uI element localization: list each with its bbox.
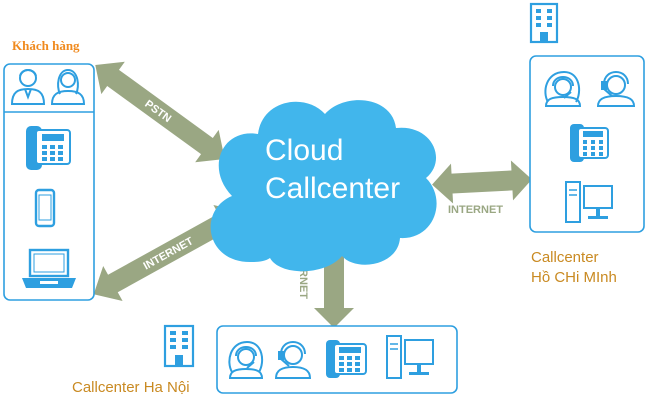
agent-headset-icon-female-hanoi — [228, 340, 264, 379]
laptop-icon — [22, 248, 76, 288]
hanoi-label: Callcenter Ha Nội — [72, 379, 190, 396]
hcm-label-line1: Callcenter — [531, 249, 599, 266]
computer-icon-hcm — [565, 181, 613, 223]
desk-phone-icon-hanoi — [326, 340, 367, 378]
customers-panel — [3, 63, 95, 301]
hcm-label-line2: Hồ CHi MInh — [531, 269, 617, 286]
desk-phone-icon-hcm — [570, 124, 609, 162]
computer-icon-hanoi — [386, 335, 434, 379]
agent-headset-icon-male-hcm — [596, 71, 636, 107]
cloud-title-line2: Callcenter — [265, 172, 400, 205]
arrow-internet-right-label: INTERNET — [448, 204, 503, 216]
cloud-title-line1: Cloud — [265, 134, 343, 167]
hcm-callcenter-panel — [529, 55, 645, 233]
building-icon-hanoi — [163, 324, 195, 368]
building-icon-hcm — [529, 2, 559, 44]
customer-male-icon — [10, 69, 46, 105]
arrow-pstn: PSTN — [95, 61, 225, 163]
customer-female-icon — [50, 68, 86, 105]
customers-label: Khách hàng — [12, 38, 80, 53]
agent-headset-icon-male-hanoi — [274, 341, 312, 379]
desk-phone-icon — [26, 126, 71, 170]
cloud-callcenter: Cloud Callcenter — [210, 100, 437, 272]
hanoi-callcenter-panel — [216, 325, 458, 394]
agent-headset-icon-female-hcm — [544, 70, 582, 107]
arrow-internet-right — [432, 160, 532, 204]
smartphone-icon — [34, 188, 56, 228]
